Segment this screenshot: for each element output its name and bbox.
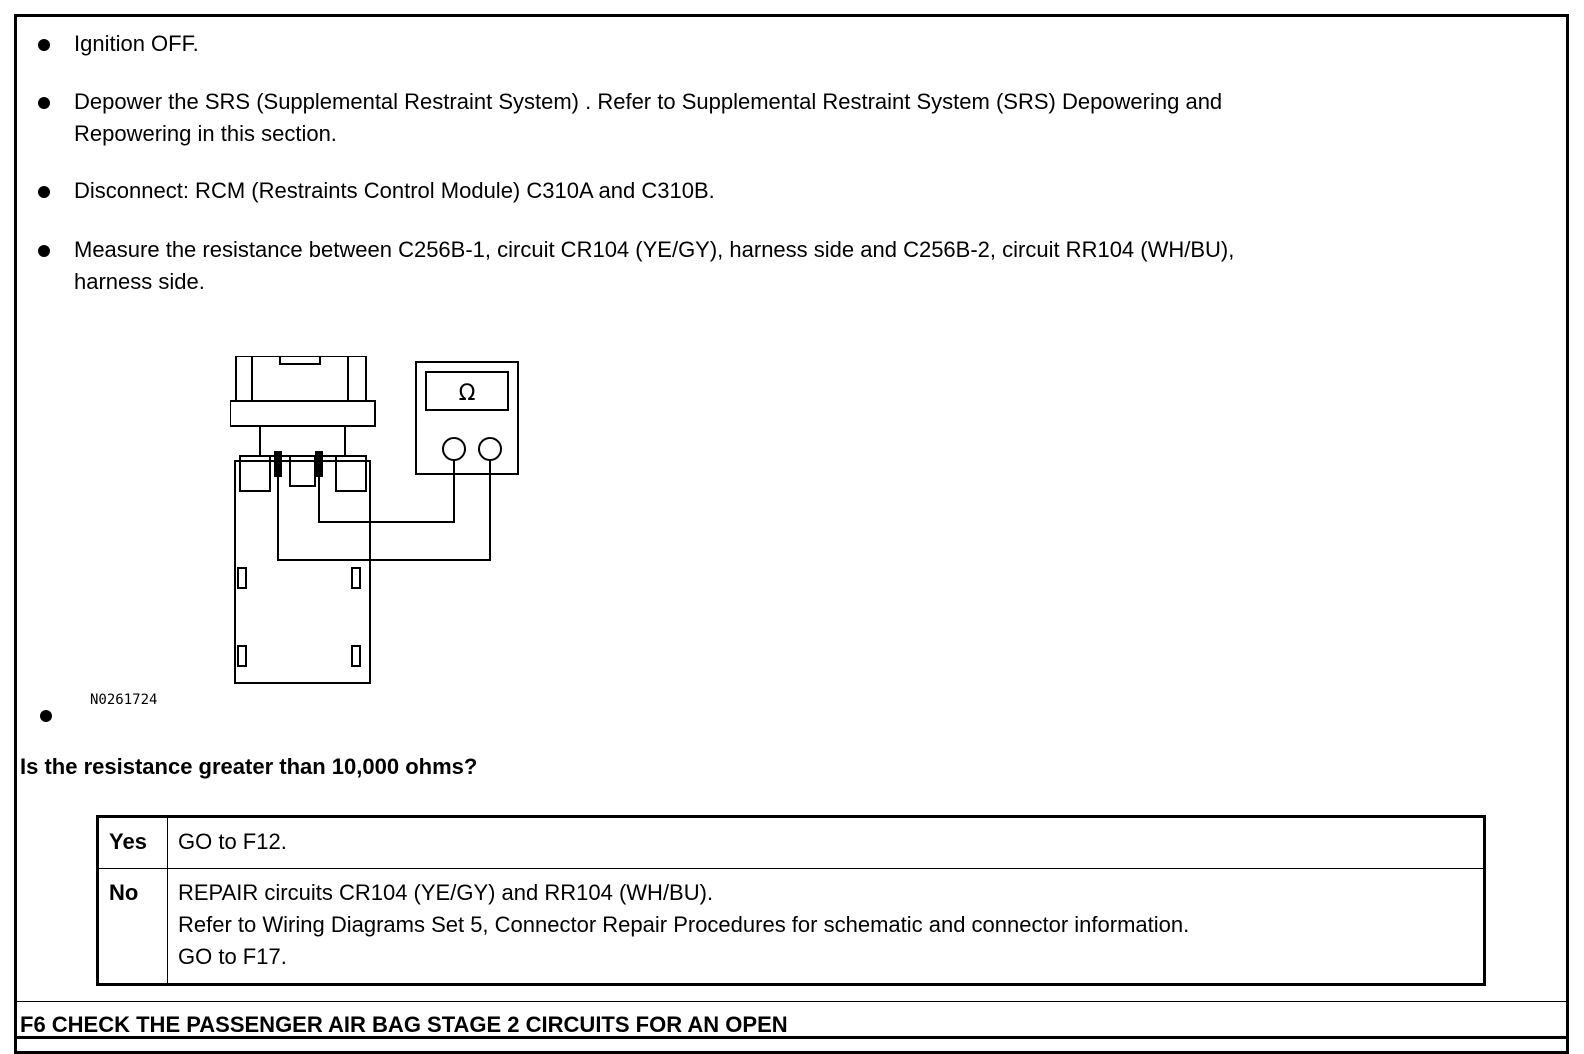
- section-heading: F6 CHECK THE PASSENGER AIR BAG STAGE 2 C…: [20, 1012, 788, 1037]
- answer-key: Yes: [97, 816, 168, 869]
- diagnostic-question: Is the resistance greater than 10,000 oh…: [20, 754, 478, 779]
- step-text: Disconnect: RCM (Restraints Control Modu…: [74, 178, 715, 203]
- bullet-icon: [38, 245, 50, 257]
- action-line: Refer to Wiring Diagrams Set 5, Connecto…: [178, 912, 1190, 937]
- bullet-icon: [38, 186, 50, 198]
- step-text: Measure the resistance between C256B-1, …: [74, 234, 1528, 298]
- action-line: REPAIR circuits CR104 (YE/GY) and RR104 …: [178, 880, 714, 905]
- action-line: GO to F12.: [178, 829, 287, 854]
- step-text: Ignition OFF.: [74, 31, 199, 56]
- bullet-icon: [38, 39, 50, 51]
- section-divider: [14, 1001, 1569, 1002]
- table-row: No REPAIR circuits CR104 (YE/GY) and RR1…: [97, 868, 1485, 985]
- ohm-symbol: Ω: [459, 381, 476, 406]
- step-measure-resistance: Measure the resistance between C256B-1, …: [38, 234, 1528, 298]
- figure-label: N0261724: [90, 692, 158, 708]
- answer-action: REPAIR circuits CR104 (YE/GY) and RR104 …: [167, 868, 1485, 985]
- bullet-icon: [38, 97, 50, 109]
- answer-action: GO to F12.: [167, 816, 1485, 869]
- ohmmeter-connector-diagram-icon: Ω: [230, 356, 519, 684]
- step-line: Measure the resistance between C256B-1, …: [74, 237, 1235, 262]
- result-table: Yes GO to F12. No REPAIR circuits CR104 …: [96, 815, 1486, 986]
- step-line: harness side.: [74, 269, 205, 294]
- step-ignition-off: Ignition OFF.: [38, 28, 1528, 60]
- step-text: Depower the SRS (Supplemental Restraint …: [74, 86, 1528, 150]
- frame-bottom-border: [14, 1036, 1569, 1039]
- answer-key: No: [97, 868, 168, 985]
- step-line: Repowering in this section.: [74, 121, 337, 146]
- bullet-icon: [40, 710, 52, 722]
- table-row: Yes GO to F12.: [97, 816, 1485, 869]
- step-disconnect-rcm: Disconnect: RCM (Restraints Control Modu…: [38, 175, 1528, 207]
- step-line: Depower the SRS (Supplemental Restraint …: [74, 89, 1223, 114]
- step-depower-srs: Depower the SRS (Supplemental Restraint …: [38, 86, 1528, 150]
- action-line: GO to F17.: [178, 944, 287, 969]
